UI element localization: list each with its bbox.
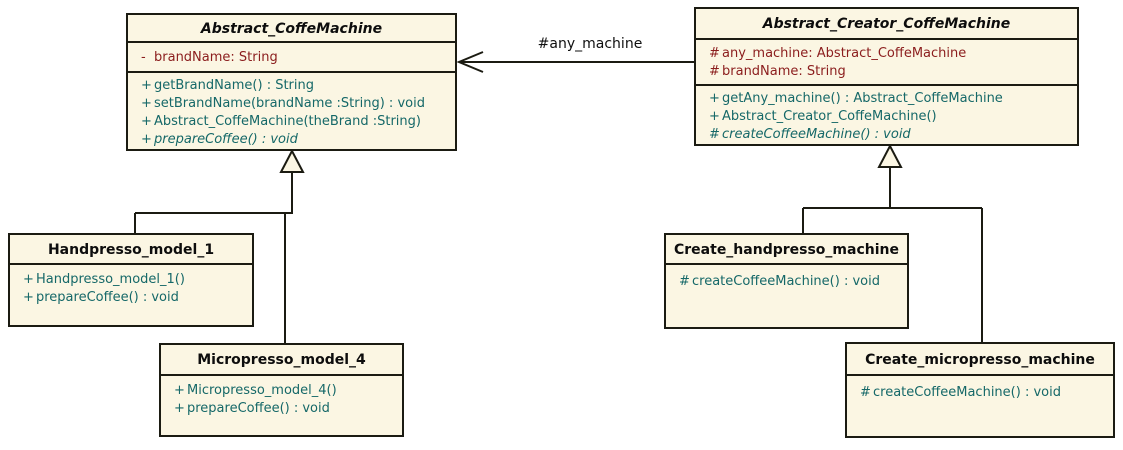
- method-text: prepareCoffee() : void: [154, 132, 298, 147]
- visibility-marker: +: [174, 401, 185, 416]
- methods-compartment: + getAny_machine() : Abstract_CoffeMachi…: [696, 86, 1077, 144]
- method-text: createCoffeeMachine() : void: [873, 385, 1061, 400]
- method-row: + getBrandName() : String: [128, 77, 455, 95]
- open-arrowhead-icon: [456, 51, 484, 73]
- attribute-text: any_machine: Abstract_CoffeMachine: [722, 46, 967, 61]
- visibility-marker: +: [709, 91, 720, 106]
- class-title: Handpresso_model_1: [10, 235, 252, 265]
- methods-compartment: + Micropresso_model_4() + prepareCoffee(…: [161, 376, 402, 435]
- visibility-marker: +: [141, 114, 152, 129]
- class-title: Create_handpresso_machine: [666, 235, 907, 265]
- visibility-marker: #: [709, 127, 720, 142]
- visibility-marker: #: [709, 46, 720, 61]
- association-label: #any_machine: [537, 36, 643, 52]
- method-text: Handpresso_model_1(): [36, 272, 185, 287]
- method-row: + prepareCoffee() : void: [161, 400, 402, 418]
- visibility-marker: -: [141, 50, 146, 65]
- methods-compartment: + Handpresso_model_1() + prepareCoffee()…: [10, 265, 252, 325]
- method-row: + setBrandName(brandName :String) : void: [128, 95, 455, 113]
- attribute-row: # any_machine: Abstract_CoffeMachine: [696, 45, 1077, 63]
- method-row: + Micropresso_model_4(): [161, 382, 402, 400]
- method-row-abstract: + prepareCoffee() : void: [128, 131, 455, 149]
- method-row: # createCoffeeMachine() : void: [666, 273, 907, 291]
- triangle-arrowhead-icon: [279, 148, 305, 173]
- method-row: + prepareCoffee() : void: [10, 289, 252, 307]
- method-text: createCoffeeMachine() : void: [692, 274, 880, 289]
- triangle-arrowhead-icon: [877, 143, 903, 168]
- visibility-marker: #: [860, 385, 871, 400]
- method-text: getAny_machine() : Abstract_CoffeMachine: [722, 91, 1003, 106]
- method-text: getBrandName() : String: [154, 78, 315, 93]
- method-text: setBrandName(brandName :String) : void: [154, 96, 425, 111]
- class-title: Abstract_Creator_CoffeMachine: [696, 9, 1077, 40]
- attribute-text: brandName: String: [154, 50, 278, 65]
- methods-compartment: + getBrandName() : String + setBrandName…: [128, 73, 455, 149]
- class-create-handpresso-machine[interactable]: Create_handpresso_machine # createCoffee…: [664, 233, 909, 329]
- visibility-marker: +: [709, 109, 720, 124]
- visibility-marker: +: [141, 96, 152, 111]
- method-text: prepareCoffee() : void: [36, 290, 179, 305]
- attribute-row: # brandName: String: [696, 63, 1077, 81]
- method-text: Abstract_CoffeMachine(theBrand :String): [154, 114, 421, 129]
- attribute-text: brandName: String: [722, 64, 846, 79]
- methods-compartment: # createCoffeeMachine() : void: [847, 376, 1113, 436]
- method-text: Abstract_Creator_CoffeMachine(): [722, 109, 937, 124]
- attributes-compartment: - brandName: String: [128, 43, 455, 73]
- method-row: # createCoffeeMachine() : void: [847, 384, 1113, 402]
- visibility-marker: +: [174, 383, 185, 398]
- attribute-row: - brandName: String: [128, 49, 455, 67]
- class-handpresso-model-1[interactable]: Handpresso_model_1 + Handpresso_model_1(…: [8, 233, 254, 327]
- method-text: prepareCoffee() : void: [187, 401, 330, 416]
- class-abstract-coffemachine[interactable]: Abstract_CoffeMachine - brandName: Strin…: [126, 13, 457, 151]
- association-arrow: [456, 51, 694, 73]
- visibility-marker: #: [679, 274, 690, 289]
- method-row: + Abstract_CoffeMachine(theBrand :String…: [128, 113, 455, 131]
- visibility-marker: +: [141, 132, 152, 147]
- class-title: Abstract_CoffeMachine: [128, 15, 455, 43]
- method-row: + getAny_machine() : Abstract_CoffeMachi…: [696, 90, 1077, 108]
- methods-compartment: # createCoffeeMachine() : void: [666, 265, 907, 327]
- visibility-marker: #: [709, 64, 720, 79]
- visibility-marker: +: [141, 78, 152, 93]
- class-title: Micropresso_model_4: [161, 345, 402, 376]
- class-create-micropresso-machine[interactable]: Create_micropresso_machine # createCoffe…: [845, 342, 1115, 438]
- attributes-compartment: # any_machine: Abstract_CoffeMachine # b…: [696, 40, 1077, 86]
- visibility-marker: +: [23, 290, 34, 305]
- class-micropresso-model-4[interactable]: Micropresso_model_4 + Micropresso_model_…: [159, 343, 404, 437]
- class-title: Create_micropresso_machine: [847, 344, 1113, 376]
- visibility-marker: +: [23, 272, 34, 287]
- method-row-abstract: # createCoffeeMachine() : void: [696, 126, 1077, 144]
- class-abstract-creator-coffemachine[interactable]: Abstract_Creator_CoffeMachine # any_mach…: [694, 7, 1079, 146]
- method-row: + Handpresso_model_1(): [10, 271, 252, 289]
- method-text: createCoffeeMachine() : void: [722, 127, 911, 142]
- method-text: Micropresso_model_4(): [187, 383, 337, 398]
- method-row: + Abstract_Creator_CoffeMachine(): [696, 108, 1077, 126]
